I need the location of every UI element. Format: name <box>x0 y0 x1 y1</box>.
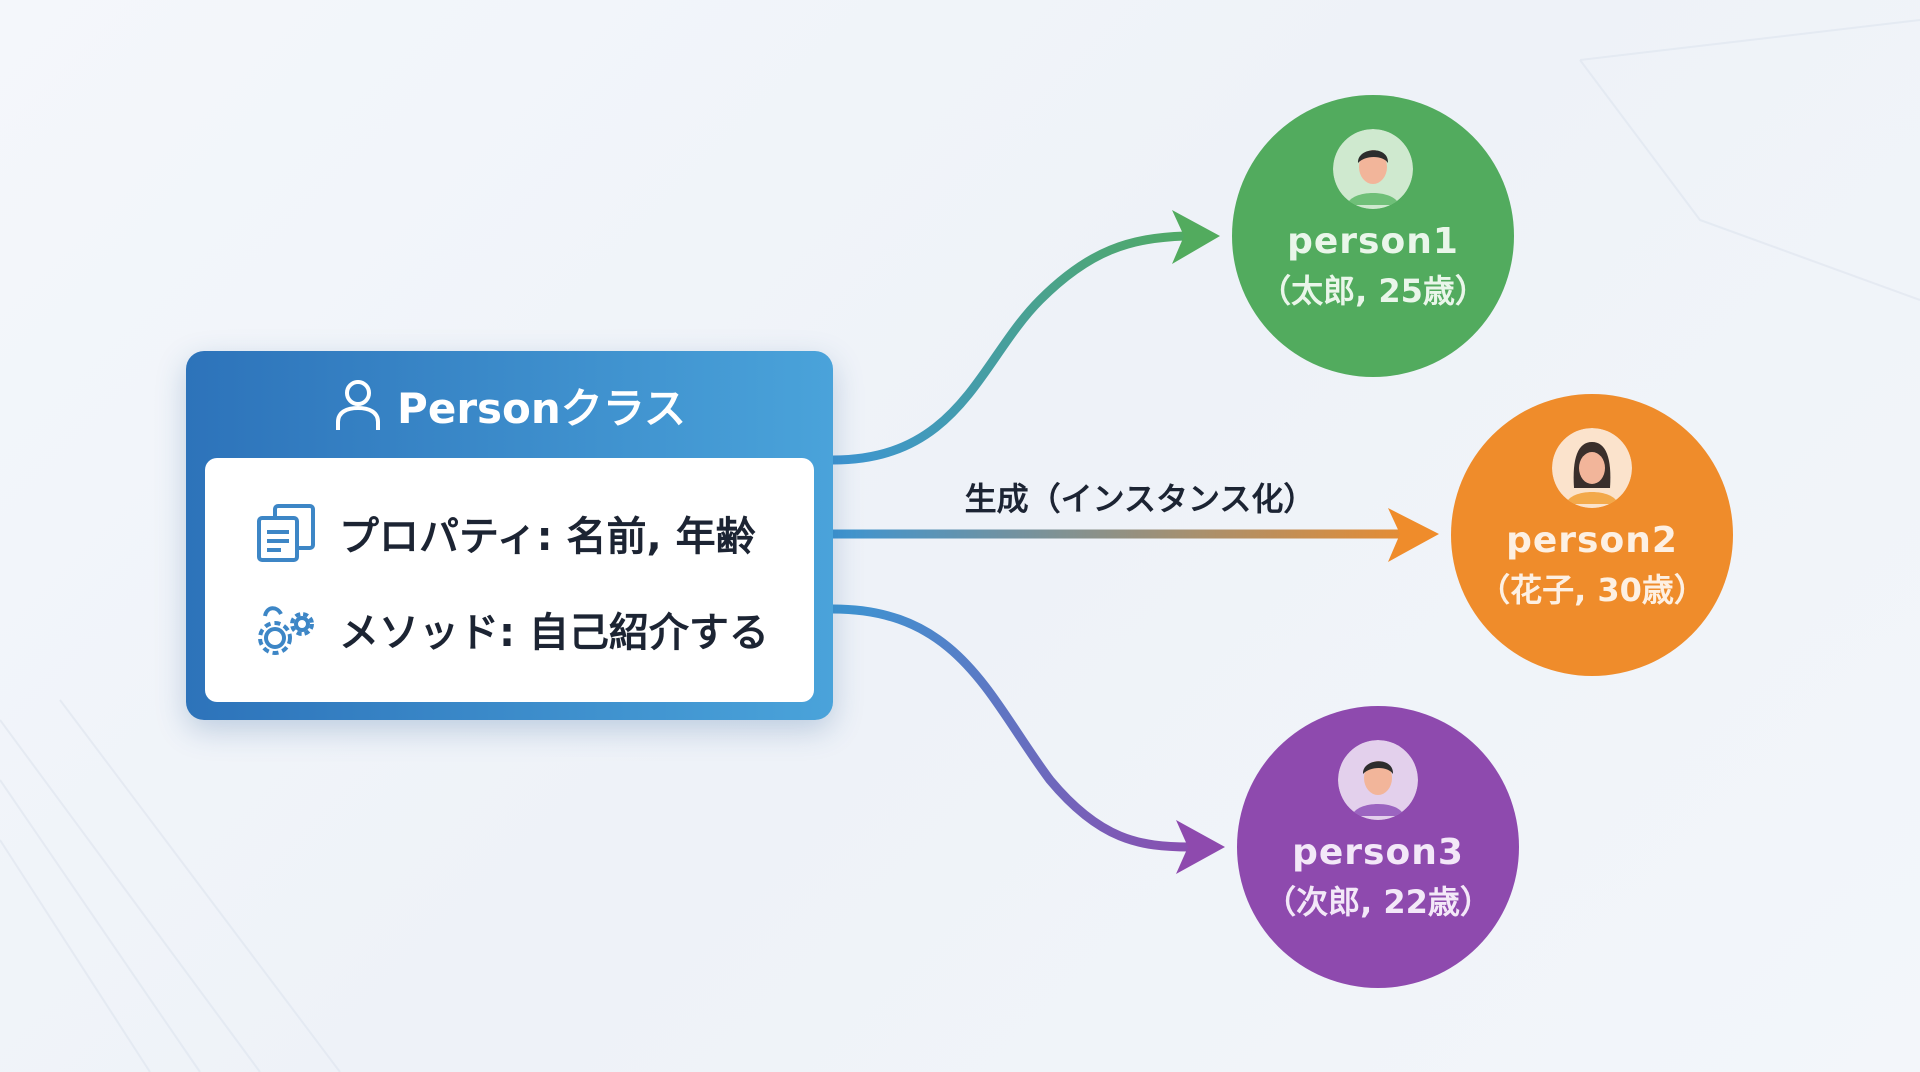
property-text: プロパティ: 名前, 年齢 <box>339 514 756 560</box>
background-decoration <box>0 19 1920 1072</box>
arrowhead-person2 <box>1388 508 1439 562</box>
arrowhead-person3 <box>1176 820 1225 874</box>
instance-name: person3 <box>1292 832 1464 873</box>
user-icon <box>336 380 381 430</box>
person-class-box: Personクラス プロパティ: 名前, 年齢 メソッド: 自己紹介する <box>186 351 833 720</box>
instance-details: （花子, 30歳） <box>1478 571 1706 609</box>
class-members-panel: プロパティ: 名前, 年齢 メソッド: 自己紹介する <box>205 458 814 702</box>
arrow-to-person3 <box>832 604 1191 852</box>
arrow-to-person1 <box>832 231 1186 465</box>
gears-icon <box>258 606 314 655</box>
instance-person3: person3 （次郎, 22歳） <box>1237 706 1519 988</box>
class-header: Personクラス <box>186 375 833 435</box>
class-title: Personクラス <box>397 383 686 433</box>
instantiation-label: 生成（インスタンス化） <box>964 480 1316 518</box>
instance-name: person1 <box>1287 221 1459 262</box>
property-row: プロパティ: 名前, 年齢 <box>255 502 756 564</box>
instance-person1: person1 （太郎, 25歳） <box>1232 95 1514 377</box>
instance-name: person2 <box>1506 520 1678 561</box>
instance-person2: person2 （花子, 30歳） <box>1451 394 1733 676</box>
method-text: メソッド: 自己紹介する <box>339 610 769 656</box>
arrowhead-person1 <box>1172 210 1220 264</box>
male-avatar-icon <box>1338 740 1418 820</box>
method-row: メソッド: 自己紹介する <box>255 598 769 660</box>
instance-details: （次郎, 22歳） <box>1264 883 1492 921</box>
instance-details: （太郎, 25歳） <box>1259 272 1487 310</box>
male-avatar-icon <box>1333 129 1413 209</box>
document-icon <box>257 504 315 562</box>
female-avatar-icon <box>1552 428 1632 508</box>
